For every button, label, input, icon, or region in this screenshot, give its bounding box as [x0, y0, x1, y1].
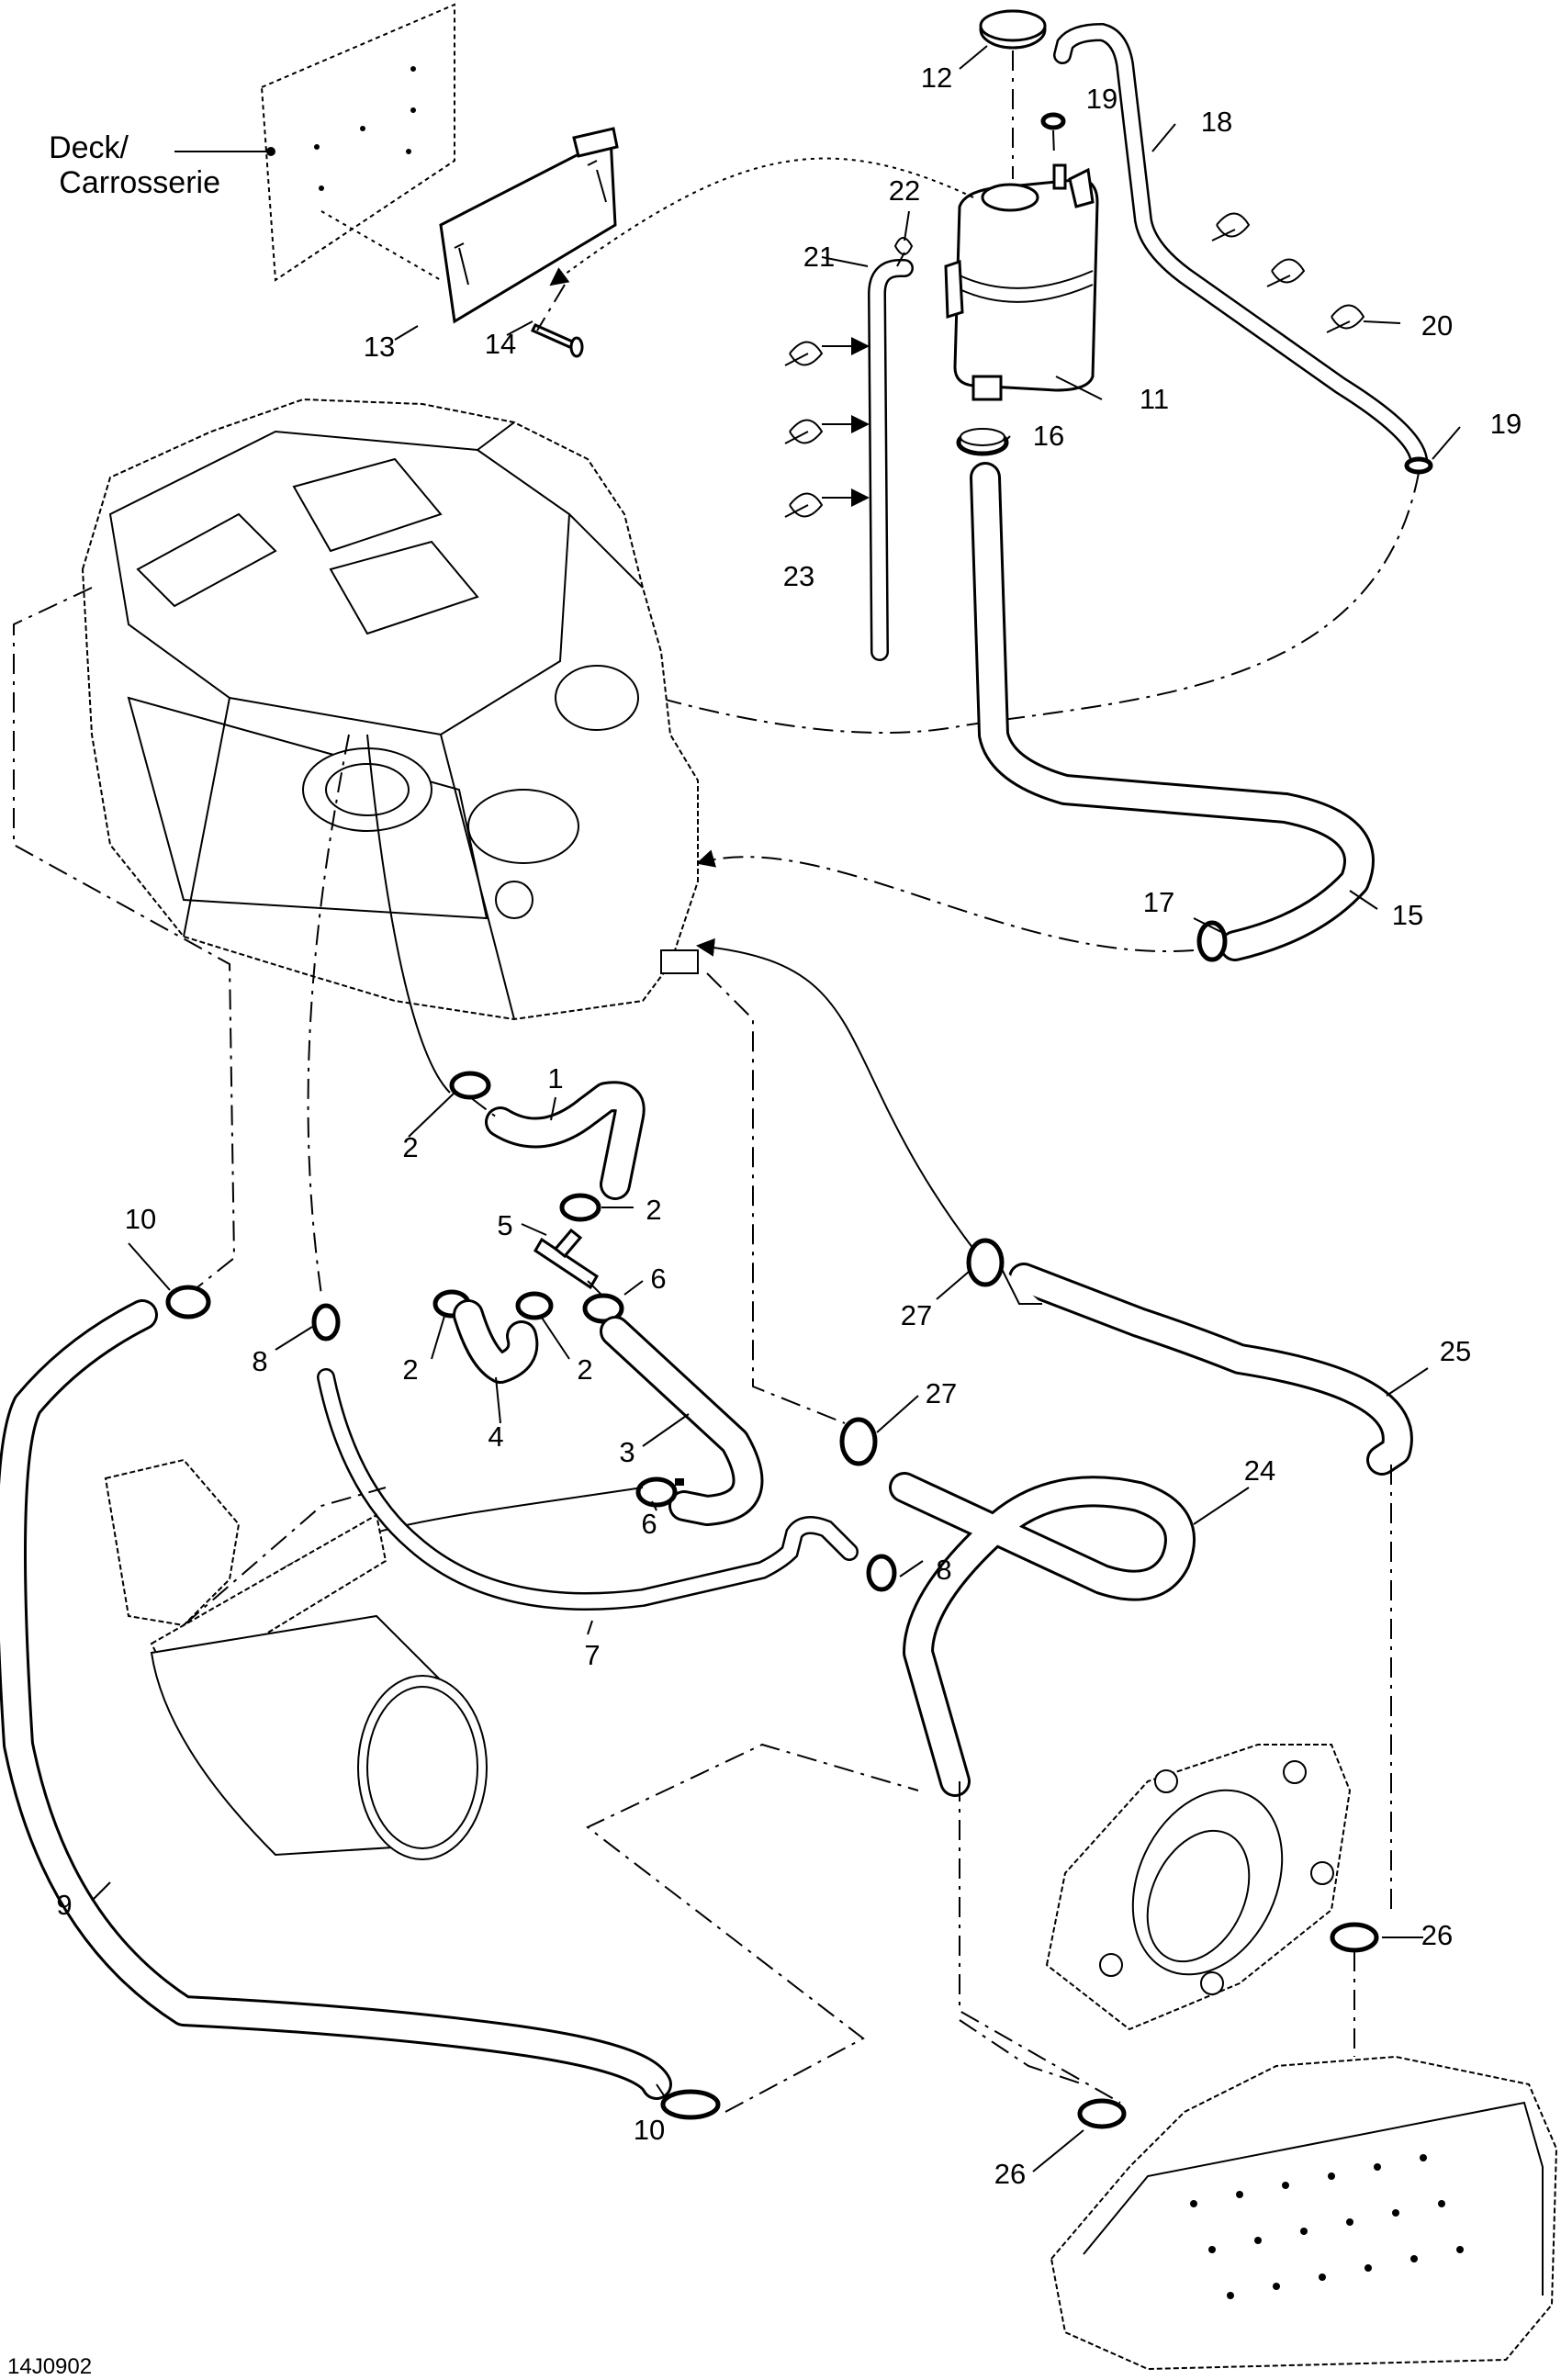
- hose-clamp-2-c: [515, 1291, 554, 1320]
- hose-25: [1000, 1263, 1413, 1476]
- callout-26-b: 26: [994, 2158, 1026, 2190]
- reservoir-to-bracket-arrow: [549, 157, 974, 286]
- hose-clamp-27-a: [966, 1238, 1005, 1287]
- callout-6-a: 6: [650, 1263, 666, 1295]
- callout-23: 23: [783, 560, 814, 592]
- callout-2-b: 2: [646, 1194, 661, 1226]
- callout-2-a: 2: [402, 1131, 418, 1163]
- muffler: [104, 1458, 488, 1860]
- hose-clamp-19-lower: [1404, 456, 1433, 475]
- coolant-reservoir: [944, 163, 1099, 401]
- callout-8-a: 8: [252, 1345, 267, 1377]
- callout-13: 13: [364, 331, 395, 363]
- callout-6-b: 6: [641, 1508, 657, 1540]
- callout-19-b: 19: [1490, 408, 1522, 440]
- hose-clamp-2-b: [559, 1193, 601, 1222]
- callout-24: 24: [1244, 1454, 1275, 1487]
- cable-ties-20: [1211, 212, 1365, 333]
- callout-21: 21: [803, 241, 835, 273]
- reservoir-outlet-hose: [970, 462, 1375, 961]
- callout-5: 5: [497, 1209, 512, 1241]
- callout-3: 3: [619, 1436, 635, 1468]
- hose-clamp-27-b: [839, 1417, 878, 1466]
- callout-7: 7: [584, 1639, 600, 1671]
- leader-lines: [91, 123, 1461, 2172]
- hose-1: [485, 1081, 646, 1200]
- deck-label-line1: Deck/: [49, 130, 129, 165]
- callout-1: 1: [547, 1062, 563, 1095]
- mounting-bracket: [439, 127, 619, 324]
- callout-2-c: 2: [402, 1353, 418, 1386]
- callout-17: 17: [1143, 886, 1174, 918]
- engine-block: [81, 398, 699, 1021]
- hose-clamp-17: [1196, 920, 1228, 962]
- hose-clamp-19-upper: [1040, 112, 1066, 130]
- callout-18: 18: [1201, 106, 1232, 138]
- ride-plate: [1050, 2055, 1558, 2371]
- callout-10-b: 10: [634, 2114, 665, 2146]
- hose-4: [453, 1299, 539, 1384]
- callout-16: 16: [1033, 420, 1064, 452]
- vent-hose: [867, 259, 914, 661]
- overflow-hose: [1053, 22, 1428, 468]
- callout-26-a: 26: [1421, 1919, 1453, 1951]
- hose-clamp-8-b: [866, 1554, 897, 1592]
- reservoir-cap: [979, 9, 1047, 50]
- hose-clamp-8-a: [311, 1303, 341, 1342]
- deck-bracket-align-line: [320, 210, 442, 281]
- hose-clamp-10-a: [165, 1285, 211, 1319]
- callout-4: 4: [488, 1420, 503, 1453]
- hose-clamp-6-a: [582, 1293, 624, 1324]
- callout-14: 14: [485, 328, 516, 360]
- engine-guide-left: [13, 587, 236, 1296]
- callout-2-d: 2: [577, 1353, 592, 1386]
- callout-11: 11: [1140, 383, 1169, 415]
- callout-27-a: 27: [901, 1299, 932, 1331]
- pump-housing: [1045, 1744, 1352, 2031]
- callout-27-b: 27: [926, 1377, 957, 1409]
- callout-8-b: 8: [936, 1554, 951, 1586]
- cable-ties-23: [784, 341, 824, 518]
- deck-panel: [260, 3, 455, 282]
- callout-20: 20: [1421, 309, 1453, 342]
- hose-clamp-16: [956, 428, 1009, 456]
- hose-clamp-26-a: [1330, 1922, 1379, 1953]
- diagram-code: 14J0902: [7, 2354, 92, 2379]
- callout-12: 12: [921, 62, 952, 94]
- hose-clamp-2-a: [449, 1071, 491, 1100]
- rivet-align-line: [536, 284, 566, 331]
- callout-15: 15: [1392, 899, 1423, 931]
- hose-9: [0, 1299, 672, 2100]
- hose-3: [600, 1316, 764, 1526]
- callout-25: 25: [1440, 1335, 1471, 1367]
- rivet-part: [530, 323, 584, 358]
- hose-clamp-6-b: [635, 1476, 684, 1508]
- hose-7: [317, 1368, 859, 1611]
- callout-22: 22: [889, 174, 920, 207]
- hose-clamp-22: [893, 237, 914, 267]
- deck-label-line2: Carrosserie: [59, 165, 220, 200]
- tee-fitting: [533, 1228, 600, 1290]
- hose-24: [889, 1472, 1196, 1797]
- callout-10-a: 10: [125, 1203, 156, 1235]
- callout-19-a: 19: [1086, 83, 1117, 115]
- hose-clamp-10-b: [660, 2089, 721, 2120]
- hose-clamp-26-b: [1077, 2098, 1127, 2129]
- callout-9: 9: [56, 1889, 72, 1921]
